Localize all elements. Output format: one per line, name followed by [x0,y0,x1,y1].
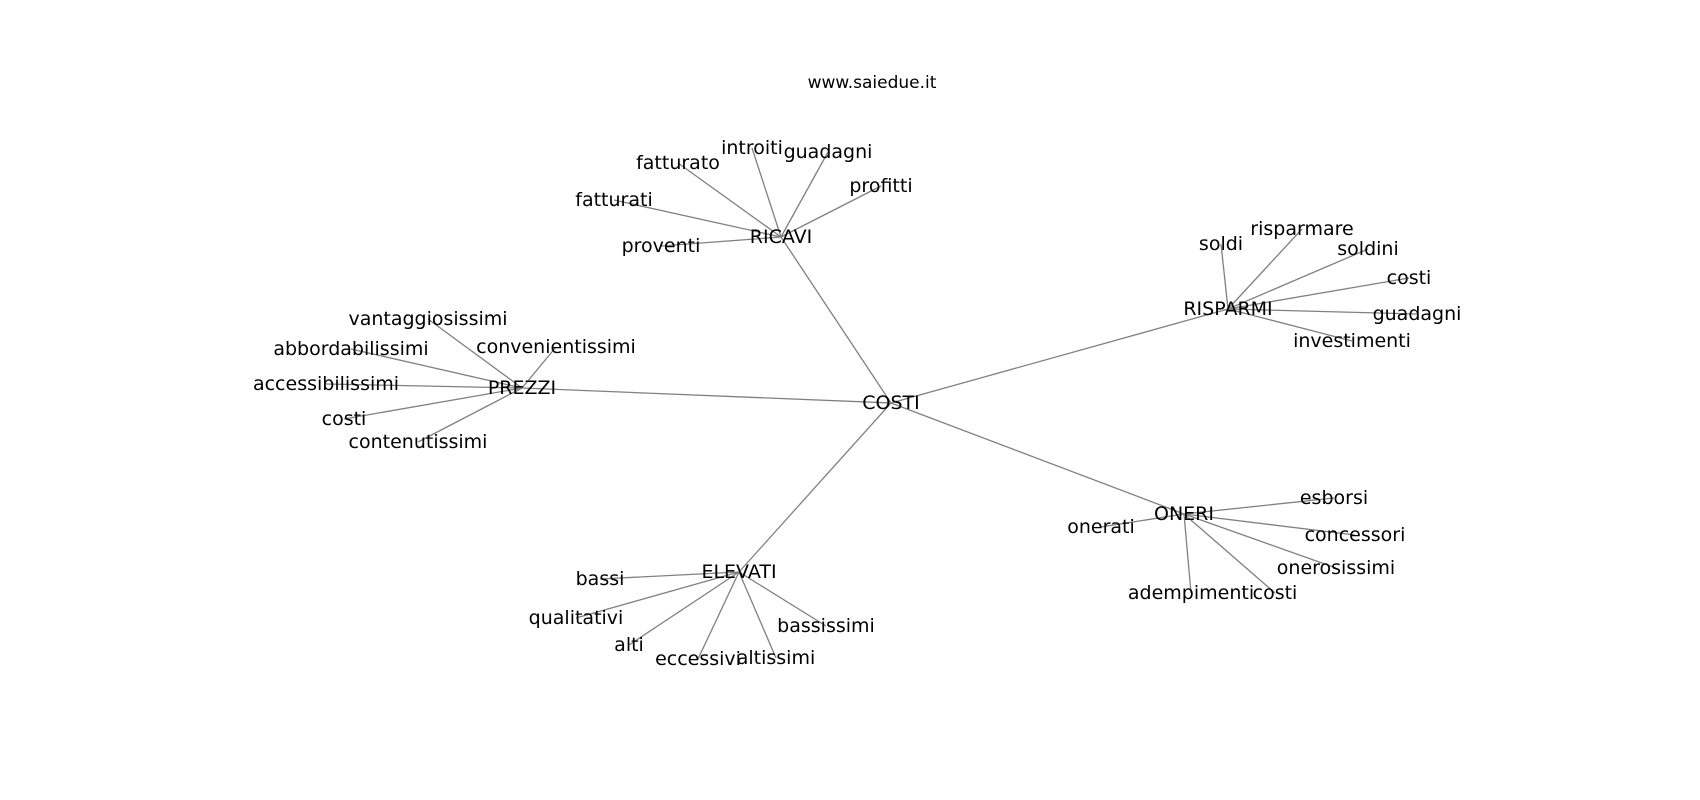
leaf-node-risparmi-soldi: soldi [1199,233,1243,255]
leaf-node-prezzi-contenutissimi: contenutissimi [349,431,488,453]
leaf-node-prezzi-costi: costi [322,408,367,430]
edge-ricavi-fatturati [613,199,782,238]
edge-elevati-eccessivi [697,571,740,660]
leaf-node-elevati-qualitativi: qualitativi [529,607,624,629]
edge-elevati-qualitativi [575,571,740,619]
edge-ricavi-fatturato [677,162,782,238]
edge-prezzi-contenutissimi [417,387,523,443]
hub-node-ricavi: RICAVI [750,226,812,248]
edge-elevati-alti [628,571,740,646]
edge-risparmi-soldini [1227,248,1369,310]
hub-node-elevati: ELEVATI [701,561,776,583]
leaf-node-oneri-concessori: concessori [1305,524,1406,546]
leaf-node-elevati-altissimi: altissimi [737,647,816,669]
edge-ricavi-introiti [751,147,782,238]
edge-risparmi-guadagni [1227,308,1418,315]
hub-node-oneri: ONERI [1154,503,1214,525]
leaf-node-ricavi-guadagni: guadagni [784,141,873,163]
edge-prezzi-convenientissimi [521,346,557,389]
leaf-node-ricavi-proventi: proventi [622,235,701,257]
leaf-node-risparmi-investimenti: investimenti [1293,330,1411,352]
hub-node-risparmi: RISPARMI [1183,298,1272,320]
leaf-node-elevati-alti: alti [614,634,644,656]
edge-oneri-esborsi [1183,497,1335,515]
leaf-node-elevati-bassi: bassi [576,568,625,590]
edge-prezzi-accessibilissimi [325,383,523,389]
edge-risparmi-risparmare [1227,228,1303,310]
edge-ricavi-guadagni [780,151,829,238]
leaf-node-prezzi-abbordabilissimi: abbordabilissimi [273,338,428,360]
edge-prezzi-vantaggiosissimi [427,318,523,389]
root-node-label: COSTI [862,392,920,414]
edge-risparmi-costi [1227,277,1410,310]
leaf-node-oneri-costi: costi [1253,582,1298,604]
edge-oneri-onerati [1100,513,1185,528]
graph-edges [325,147,1418,660]
edge-root-oneri [890,402,1185,515]
edge-risparmi-soldi [1220,243,1229,310]
leaf-node-risparmi-guadagni: guadagni [1373,303,1462,325]
edge-elevati-altissimi [738,571,777,659]
edge-risparmi-investimenti [1227,308,1353,342]
leaf-node-ricavi-profitti: profitti [849,175,912,197]
edge-oneri-costi [1183,513,1276,594]
leaf-node-oneri-onerati: onerati [1067,516,1135,538]
edge-elevati-bassi [599,571,740,580]
edge-root-risparmi [890,308,1229,404]
edge-oneri-adempimenti [1183,513,1192,594]
edge-ricavi-profitti [780,185,882,238]
leaf-node-prezzi-accessibilissimi: accessibilissimi [253,373,399,395]
edge-root-ricavi [780,236,892,404]
edge-elevati-bassissimi [738,571,827,627]
leaf-node-ricavi-fatturato: fatturato [636,152,720,174]
edge-oneri-concessori [1183,513,1356,536]
edge-root-elevati [738,402,892,573]
edge-prezzi-abbordabilissimi [350,348,523,389]
leaf-node-prezzi-convenientissimi: convenientissimi [476,336,636,358]
leaf-node-elevati-bassissimi: bassissimi [777,615,875,637]
edge-prezzi-costi [343,387,523,420]
leaf-node-risparmi-risparmare: risparmare [1250,218,1353,240]
hub-node-prezzi: PREZZI [488,377,556,399]
edge-ricavi-proventi [660,236,782,247]
leaf-node-oneri-onerosissimi: onerosissimi [1277,557,1395,579]
edge-root-prezzi [521,387,892,404]
leaf-node-oneri-esborsi: esborsi [1300,487,1368,509]
leaf-node-ricavi-introiti: introiti [721,137,783,159]
leaf-node-prezzi-vantaggiosissimi: vantaggiosissimi [348,308,507,330]
leaf-node-risparmi-costi: costi [1387,267,1432,289]
site-label: www.saiedue.it [808,73,937,93]
leaf-node-risparmi-soldini: soldini [1337,238,1398,260]
leaf-node-elevati-eccessivi: eccessivi [655,648,741,670]
leaf-node-ricavi-fatturati: fatturati [575,189,652,211]
edge-oneri-onerosissimi [1183,513,1337,569]
leaf-node-oneri-adempimenti: adempimenti [1128,582,1254,604]
